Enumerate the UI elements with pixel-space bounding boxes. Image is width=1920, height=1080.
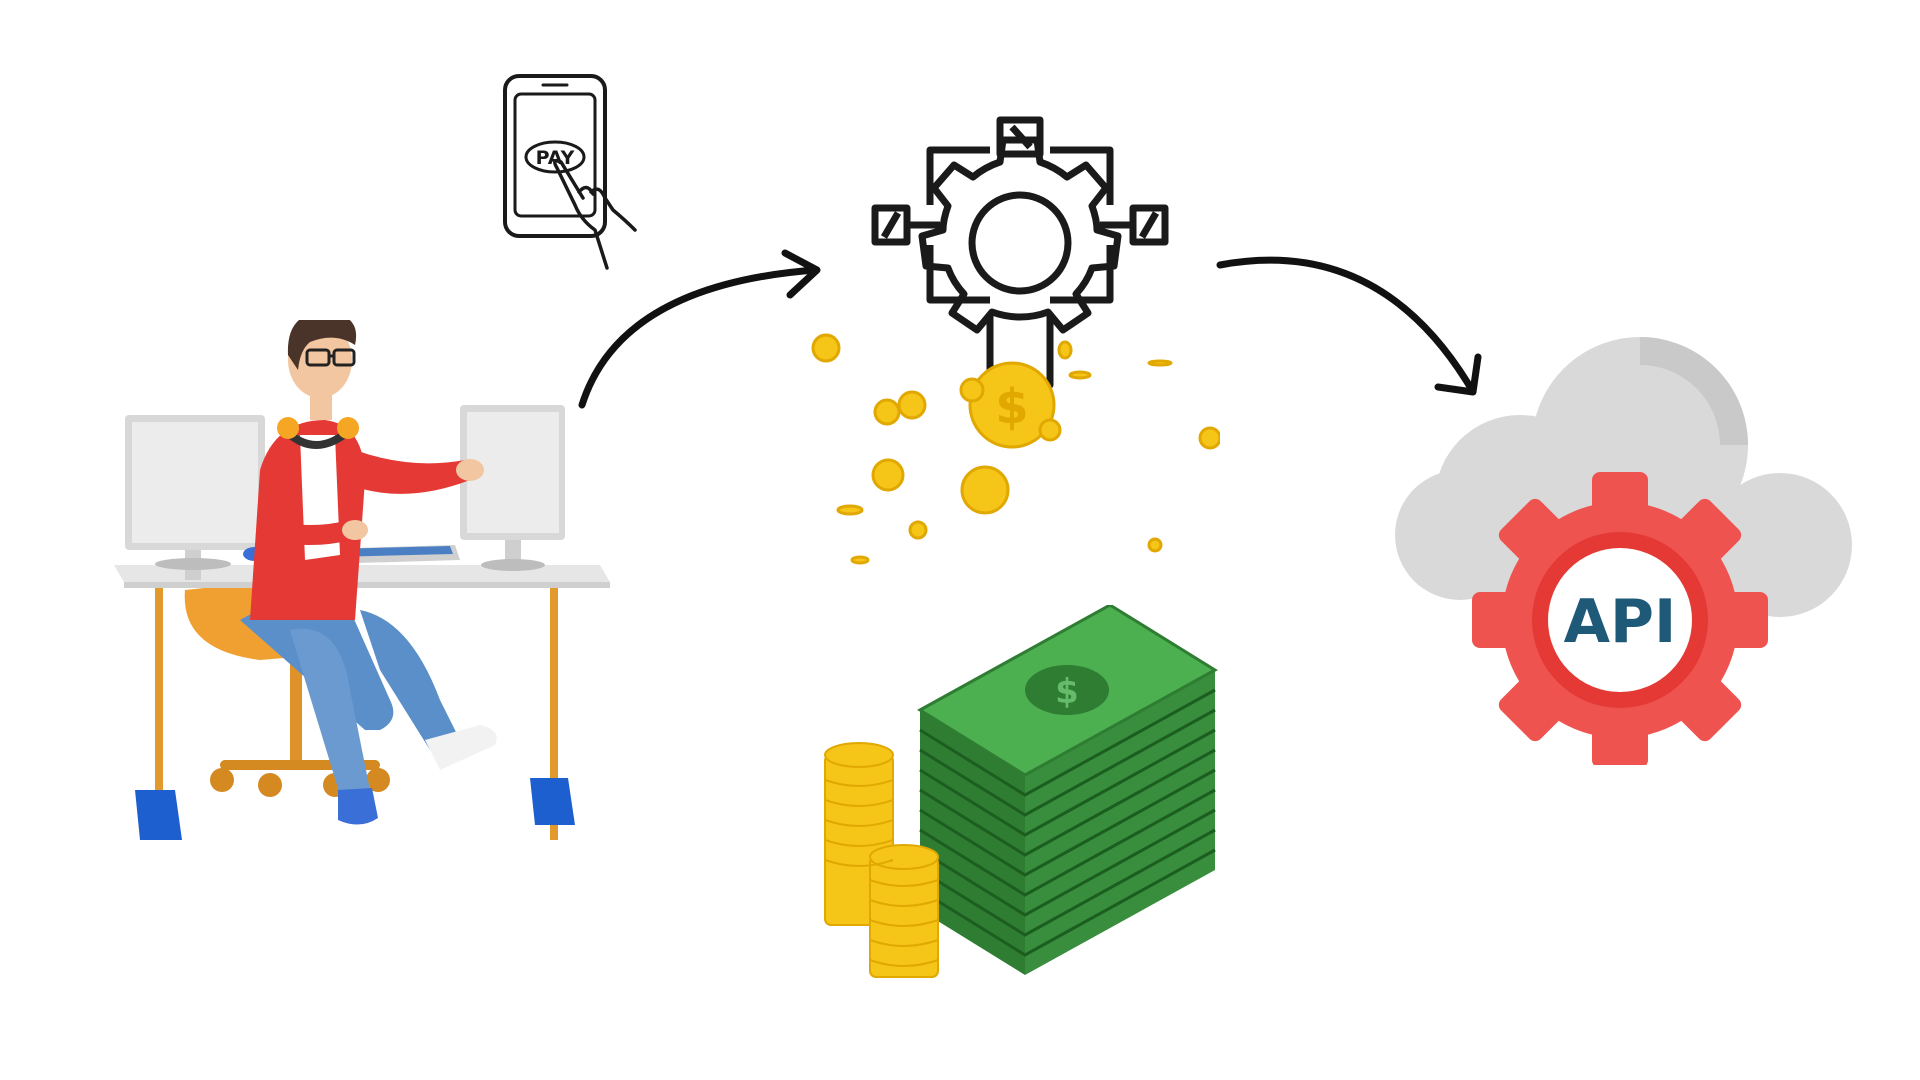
gateway-gear-icon bbox=[870, 115, 1170, 395]
falling-coins: $ bbox=[800, 330, 1220, 580]
flow-arrow-to-gateway bbox=[570, 245, 830, 415]
phone-pay-icon: PAY bbox=[495, 70, 655, 275]
flow-arrow-to-api bbox=[1210, 245, 1490, 405]
developer-illustration bbox=[110, 320, 620, 840]
pay-button-label: PAY bbox=[536, 147, 575, 169]
cloud-api-icon: API bbox=[1380, 335, 1860, 765]
api-label: API bbox=[1564, 587, 1677, 657]
bill-dollar-symbol: $ bbox=[1055, 672, 1079, 712]
coin-dollar-symbol: $ bbox=[995, 379, 1028, 435]
cash-stack-icon: $ bbox=[815, 605, 1225, 985]
